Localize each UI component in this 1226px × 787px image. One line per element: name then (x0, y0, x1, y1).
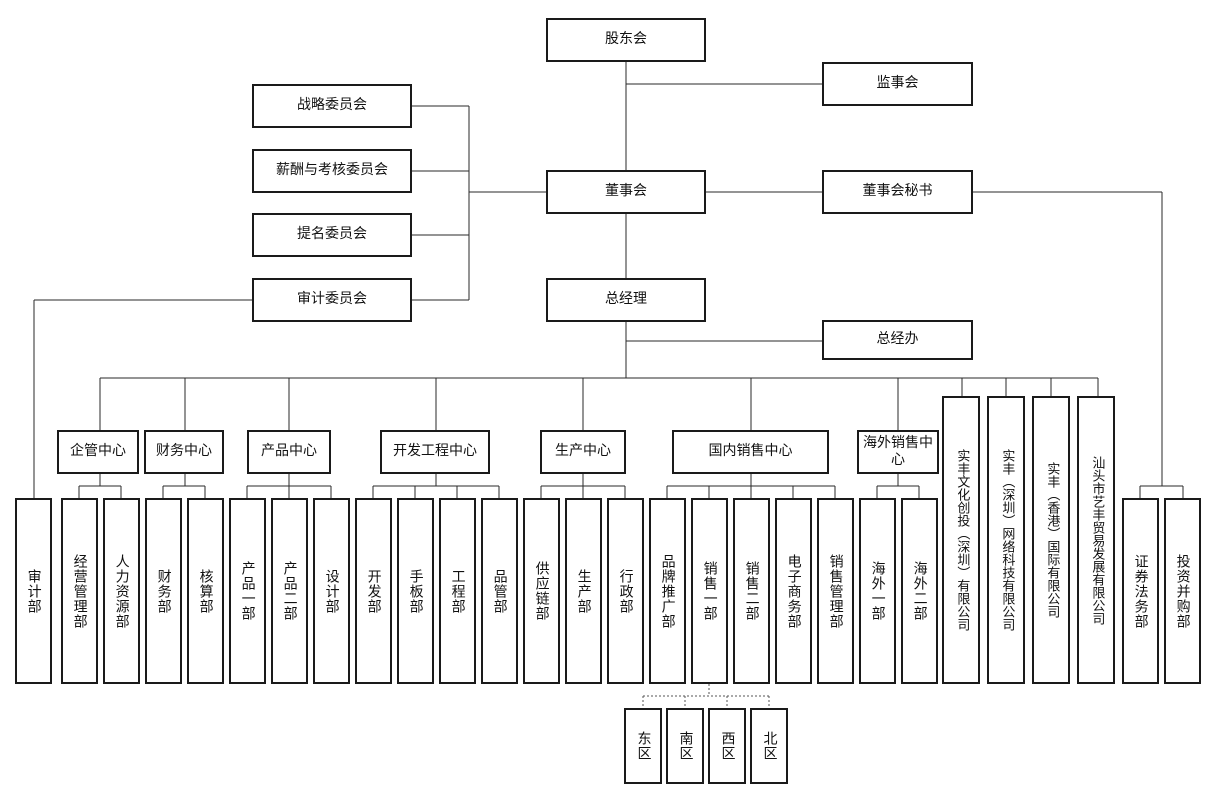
node-dept-prototype: 手板部 (397, 498, 434, 684)
node-center-overseas-sales: 海外销售中心 (857, 430, 939, 474)
node-center-domestic-sales: 国内销售中心 (672, 430, 829, 474)
node-dept-product1: 产品一部 (229, 498, 266, 684)
node-dept-securities: 证券法务部 (1122, 498, 1159, 684)
node-dept-supply-chain: 供应链部 (523, 498, 560, 684)
node-dept-sales2: 销售二部 (733, 498, 770, 684)
node-center-finance: 财务中心 (144, 430, 224, 474)
node-dept-dev: 开发部 (355, 498, 392, 684)
node-dept-product2: 产品二部 (271, 498, 308, 684)
node-center-production: 生产中心 (540, 430, 626, 474)
node-dept-admin: 行政部 (607, 498, 644, 684)
node-sub-hk: 实丰（香港）国际有限公司 (1032, 396, 1070, 684)
node-center-enterprise: 企管中心 (57, 430, 139, 474)
node-dept-hr: 人力资源部 (103, 498, 140, 684)
node-strategy-committee: 战略委员会 (252, 84, 412, 128)
node-gm-office: 总经办 (822, 320, 973, 360)
node-sub-network: 实丰（深圳）网络科技有限公司 (987, 396, 1025, 684)
node-dept-investment: 投资并购部 (1164, 498, 1201, 684)
node-compensation-committee: 薪酬与考核委员会 (252, 149, 412, 193)
node-shareholders: 股东会 (546, 18, 706, 62)
node-region-east: 东区 (624, 708, 662, 784)
node-dept-qc: 品管部 (481, 498, 518, 684)
node-nomination-committee: 提名委员会 (252, 213, 412, 257)
node-board-secretary: 董事会秘书 (822, 170, 973, 214)
node-sub-cultural: 实丰文化创投（深圳）有限公司 (942, 396, 980, 684)
node-region-south: 南区 (666, 708, 704, 784)
node-dept-overseas2: 海外二部 (901, 498, 938, 684)
node-dept-audit: 审计部 (15, 498, 52, 684)
node-dept-engineering: 工程部 (439, 498, 476, 684)
node-dept-brand: 品牌推广部 (649, 498, 686, 684)
node-center-product: 产品中心 (247, 430, 331, 474)
node-dept-ecommerce: 电子商务部 (775, 498, 812, 684)
node-dept-accounting: 核算部 (187, 498, 224, 684)
node-general-manager: 总经理 (546, 278, 706, 322)
node-audit-committee: 审计委员会 (252, 278, 412, 322)
node-region-north: 北区 (750, 708, 788, 784)
node-region-west: 西区 (708, 708, 746, 784)
node-supervisors: 监事会 (822, 62, 973, 106)
node-dept-overseas1: 海外一部 (859, 498, 896, 684)
node-dept-finance: 财务部 (145, 498, 182, 684)
node-dept-design: 设计部 (313, 498, 350, 684)
node-dept-ops-mgmt: 经营管理部 (61, 498, 98, 684)
node-sub-shantou: 汕头市艺丰贸易发展有限公司 (1077, 396, 1115, 684)
node-board: 董事会 (546, 170, 706, 214)
node-dept-sales-mgmt: 销售管理部 (817, 498, 854, 684)
node-dept-sales1: 销售一部 (691, 498, 728, 684)
node-center-engineering: 开发工程中心 (380, 430, 490, 474)
node-dept-production: 生产部 (565, 498, 602, 684)
